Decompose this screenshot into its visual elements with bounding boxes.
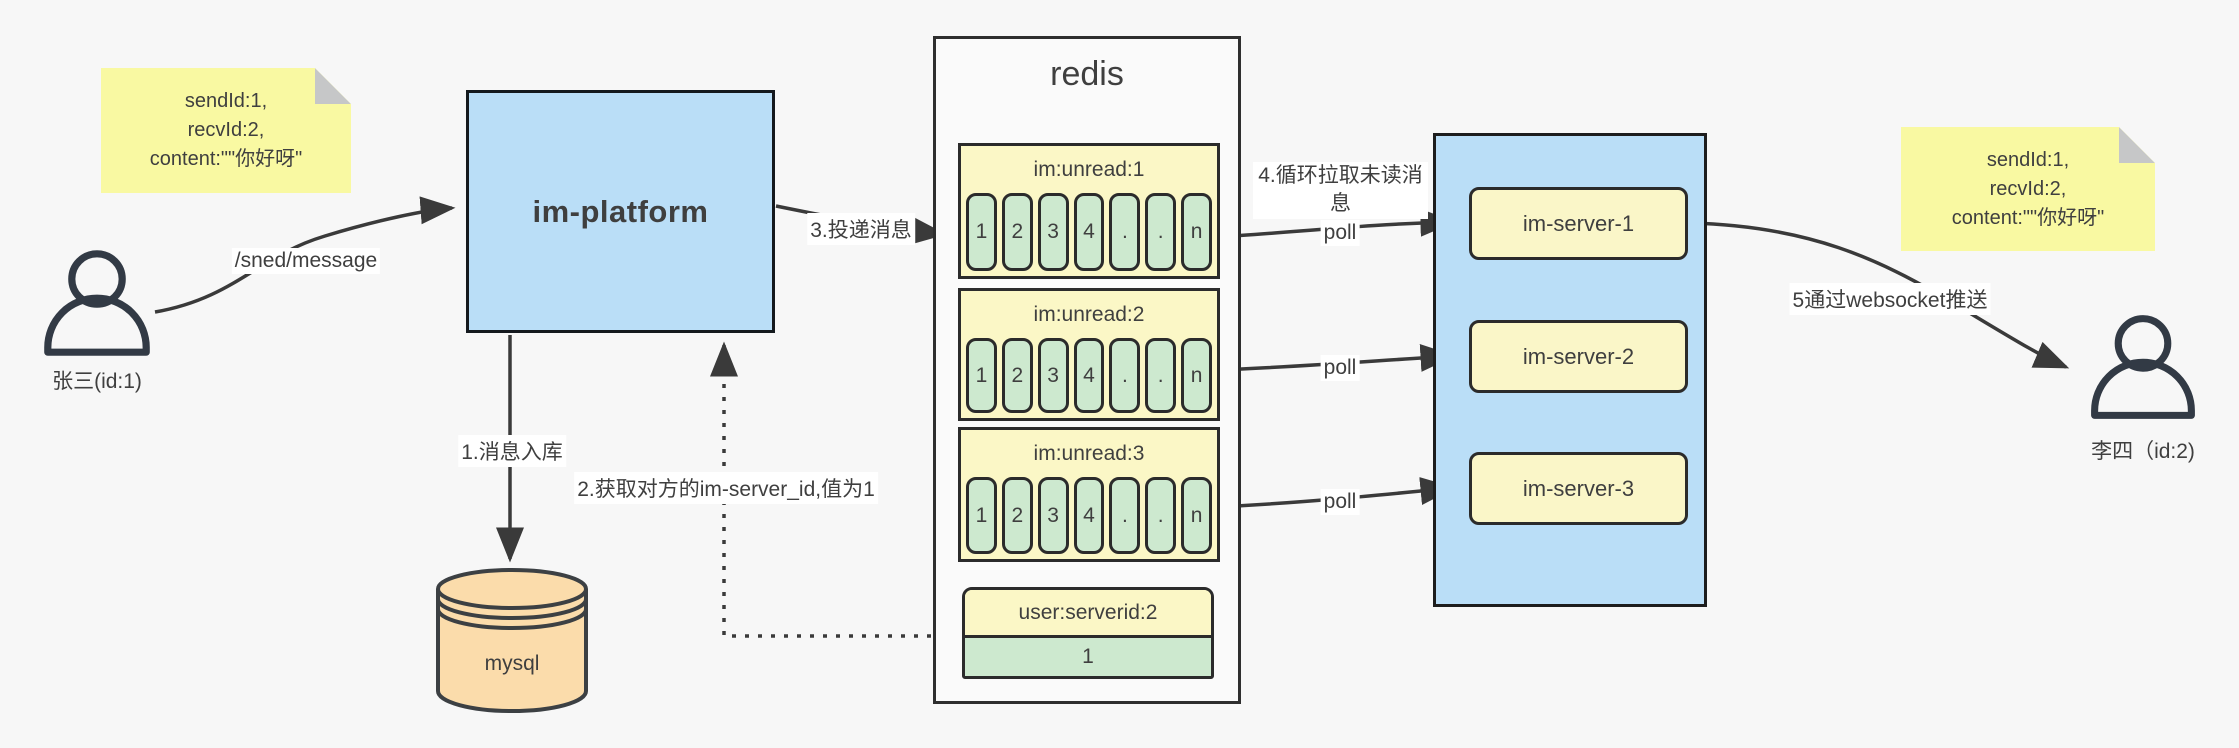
kv-user-serverid: user:serverid:2 1	[962, 587, 1214, 679]
queue-cell: n	[1181, 338, 1213, 413]
im-platform-label: im-platform	[532, 193, 709, 229]
label-step3-deliver: 3.投递消息	[807, 213, 915, 245]
queue-cell: 3	[1037, 477, 1069, 554]
note-text: sendId:1, recvId:2, content:""你好呀"	[149, 90, 303, 170]
label-step4-poll-unread: 4.循环拉取未读消 息	[1253, 162, 1428, 219]
queue-title: im:unread:3	[1033, 441, 1145, 465]
message-note-left: sendId:1, recvId:2, content:""你好呀"	[101, 68, 351, 193]
mysql-database-icon	[436, 568, 588, 713]
queue-cell: 1	[966, 338, 997, 413]
im-server-2-label: im-server-2	[1522, 343, 1635, 369]
queue-cell: 3	[1037, 338, 1069, 413]
queue-title: im:unread:2	[1033, 302, 1145, 326]
queue-cell: .	[1145, 193, 1177, 271]
sender-label: 张三(id:1)	[52, 370, 142, 393]
queue-title: im:unread:1	[1033, 157, 1145, 181]
queue-cells: 1 2 3 4 . . n	[961, 477, 1217, 559]
queue-cell: n	[1181, 193, 1213, 271]
queue-cell: 4	[1073, 338, 1105, 413]
label-send-message: /sned/message	[231, 248, 381, 274]
queue-cells: 1 2 3 4 . . n	[961, 193, 1217, 276]
queue-cells: 1 2 3 4 . . n	[961, 338, 1217, 418]
im-server-2-box: im-server-2	[1469, 320, 1688, 393]
queue-cell: 4	[1073, 193, 1105, 271]
im-server-3-label: im-server-3	[1522, 475, 1635, 501]
queue-im-unread-2: im:unread:2 1 2 3 4 . . n	[958, 288, 1220, 421]
note-text: sendId:1, recvId:2, content:""你好呀"	[1951, 148, 2105, 229]
kv-value: 1	[965, 638, 1211, 676]
redis-title: redis	[1050, 55, 1124, 93]
im-platform-box: im-platform	[466, 90, 775, 333]
queue-cell: n	[1181, 477, 1213, 554]
note-fold-corner	[315, 68, 351, 104]
queue-cell: 2	[1001, 193, 1033, 271]
queue-cell: 4	[1073, 477, 1105, 554]
label-step2-get-serverid: 2.获取对方的im-server_id,值为1	[574, 472, 878, 504]
note-fold-corner	[2119, 127, 2155, 163]
user-icon-receiver	[2091, 315, 2195, 419]
im-server-1-box: im-server-1	[1469, 187, 1688, 260]
queue-im-unread-3: im:unread:3 1 2 3 4 . . n	[958, 427, 1220, 562]
queue-cell: 2	[1001, 338, 1033, 413]
queue-cell: 2	[1001, 477, 1033, 554]
queue-cell: 1	[966, 477, 997, 554]
mysql-label: mysql	[484, 652, 540, 675]
im-server-1-label: im-server-1	[1522, 210, 1635, 236]
message-note-right: sendId:1, recvId:2, content:""你好呀"	[1901, 127, 2155, 251]
label-poll-2: poll	[1320, 355, 1360, 381]
user-icon-sender	[44, 250, 150, 356]
label-poll-3: poll	[1320, 489, 1360, 515]
queue-cell: 3	[1037, 193, 1069, 271]
receiver-label: 李四（id:2)	[2091, 440, 2195, 463]
queue-cell: .	[1109, 193, 1141, 271]
kv-key: user:serverid:2	[965, 590, 1211, 638]
label-poll-1: poll	[1320, 220, 1360, 246]
label-step5-websocket: 5通过websocket推送	[1789, 283, 1991, 315]
im-server-3-box: im-server-3	[1469, 452, 1688, 525]
queue-cell: .	[1145, 338, 1177, 413]
queue-cell: .	[1145, 477, 1177, 554]
queue-cell: 1	[966, 193, 997, 271]
label-step1-store: 1.消息入库	[458, 435, 566, 467]
queue-im-unread-1: im:unread:1 1 2 3 4 . . n	[958, 143, 1220, 279]
queue-cell: .	[1109, 477, 1141, 554]
queue-cell: .	[1109, 338, 1141, 413]
